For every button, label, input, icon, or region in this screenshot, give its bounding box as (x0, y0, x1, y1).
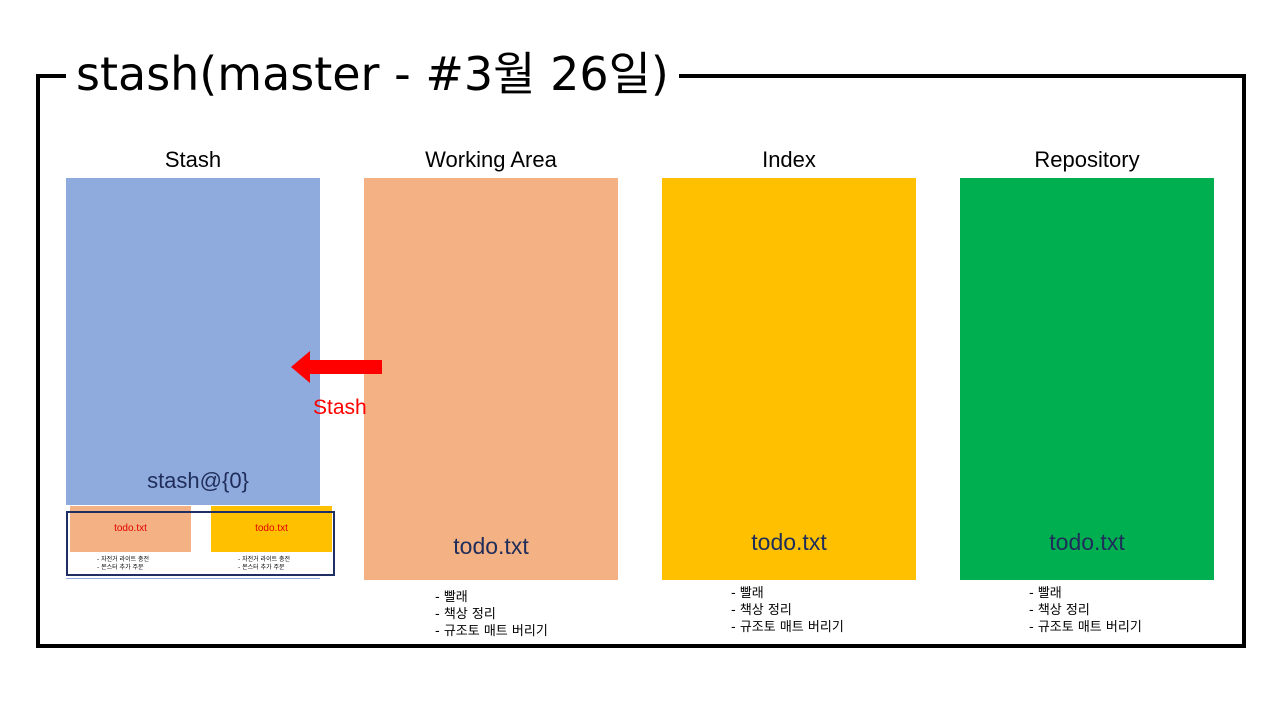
left-arrow-icon (291, 351, 382, 383)
note-item: 빨래 (435, 589, 548, 606)
working-area-panel (364, 178, 618, 580)
column-label-index: Index (762, 147, 816, 172)
note-item: 몬스터 추가 주문 (97, 564, 149, 572)
note-item: 책상 정리 (731, 602, 844, 619)
note-item: 규조토 매트 버리기 (1029, 619, 1142, 636)
note-item: 자전거 라이트 충전 (238, 556, 290, 564)
stash-panel (66, 178, 320, 505)
working-area-file: todo.txt (453, 533, 529, 559)
note-item: 몬스터 추가 주문 (238, 564, 290, 572)
note-item: 자전거 라이트 충전 (97, 556, 149, 564)
note-item: 규조토 매트 버리기 (731, 619, 844, 636)
repository-panel (960, 178, 1214, 580)
column-label-working-area: Working Area (425, 147, 557, 172)
stash-index-notes: 자전거 라이트 충전 몬스터 추가 주문 (238, 556, 290, 572)
stash-entry-box (66, 511, 335, 576)
column-label-stash: Stash (164, 147, 222, 172)
note-item: 규조토 매트 버리기 (435, 623, 548, 640)
stash-arrow (291, 351, 382, 383)
index-panel (662, 178, 916, 580)
diagram-title: stash(master - #3월 26일) (66, 44, 679, 104)
working-area-notes: 빨래 책상 정리 규조토 매트 버리기 (435, 589, 548, 640)
stash-arrow-label: Stash (313, 396, 367, 419)
note-item: 빨래 (731, 585, 844, 602)
repository-notes: 빨래 책상 정리 규조토 매트 버리기 (1029, 585, 1142, 636)
repository-file: todo.txt (1049, 529, 1125, 555)
stash-baseline (66, 578, 320, 579)
stash-ref: stash@{0} (147, 468, 249, 493)
note-item: 빨래 (1029, 585, 1142, 602)
note-item: 책상 정리 (1029, 602, 1142, 619)
stash-working-notes: 자전거 라이트 충전 몬스터 추가 주문 (97, 556, 149, 572)
column-label-repository: Repository (1034, 147, 1140, 172)
stash-index-file: todo.txt (211, 506, 332, 552)
index-file: todo.txt (751, 529, 827, 555)
note-item: 책상 정리 (435, 606, 548, 623)
stash-working-file: todo.txt (70, 506, 191, 552)
index-notes: 빨래 책상 정리 규조토 매트 버리기 (731, 585, 844, 636)
